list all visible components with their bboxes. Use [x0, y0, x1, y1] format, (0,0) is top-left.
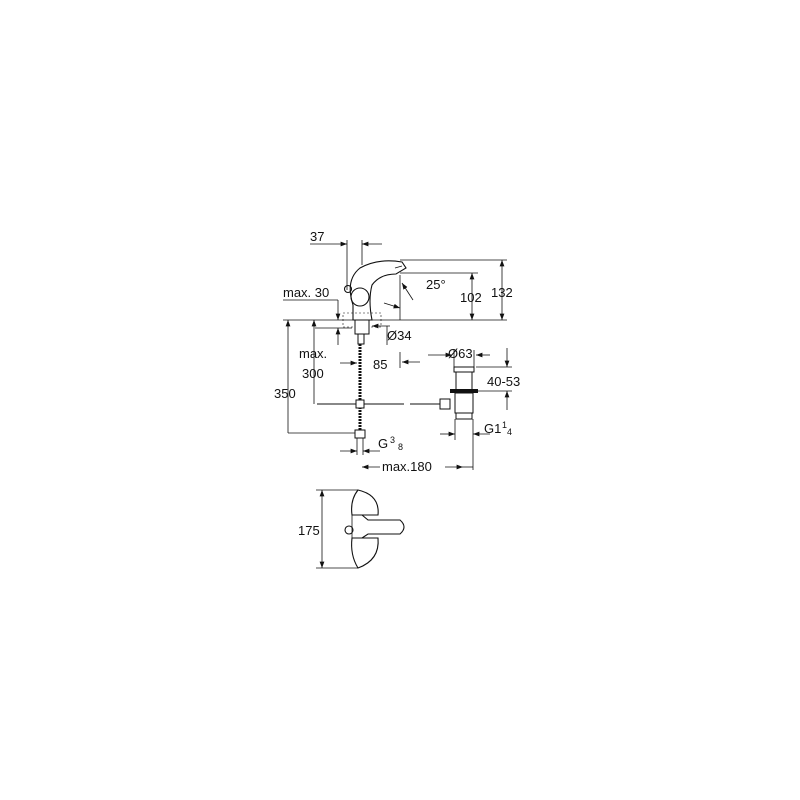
dim-85: 85 — [373, 357, 387, 372]
svg-text:3: 3 — [390, 435, 395, 445]
svg-text:G: G — [378, 436, 388, 451]
svg-text:G1: G1 — [484, 421, 501, 436]
dim-25-deg: 25° — [426, 277, 446, 292]
pop-up-waste — [439, 366, 478, 420]
dim-175: 175 — [298, 523, 320, 538]
dim-max-180: max.180 — [382, 459, 432, 474]
dim-max: max. — [299, 346, 327, 361]
dim-350: 350 — [274, 386, 296, 401]
svg-text:8: 8 — [398, 442, 403, 452]
faucet-side-view — [317, 260, 440, 455]
dim-diameter-34: Ø34 — [387, 328, 412, 343]
svg-text:4: 4 — [507, 427, 512, 437]
dimension-lines — [283, 240, 512, 470]
dim-diameter-63: Ø63 — [448, 346, 473, 361]
faucet-top-view — [316, 489, 405, 569]
dim-102: 102 — [460, 290, 482, 305]
counter-line — [283, 312, 507, 328]
dim-max-30: max. 30 — [283, 285, 329, 300]
dim-g1-1-4: G1 1 4 — [484, 420, 512, 437]
svg-text:1: 1 — [502, 420, 507, 430]
dim-40-53: 40-53 — [487, 374, 520, 389]
dim-300: 300 — [302, 366, 324, 381]
dim-132: 132 — [491, 285, 513, 300]
dim-37: 37 — [310, 229, 324, 244]
dim-g-3-8: G 3 8 — [378, 435, 403, 452]
